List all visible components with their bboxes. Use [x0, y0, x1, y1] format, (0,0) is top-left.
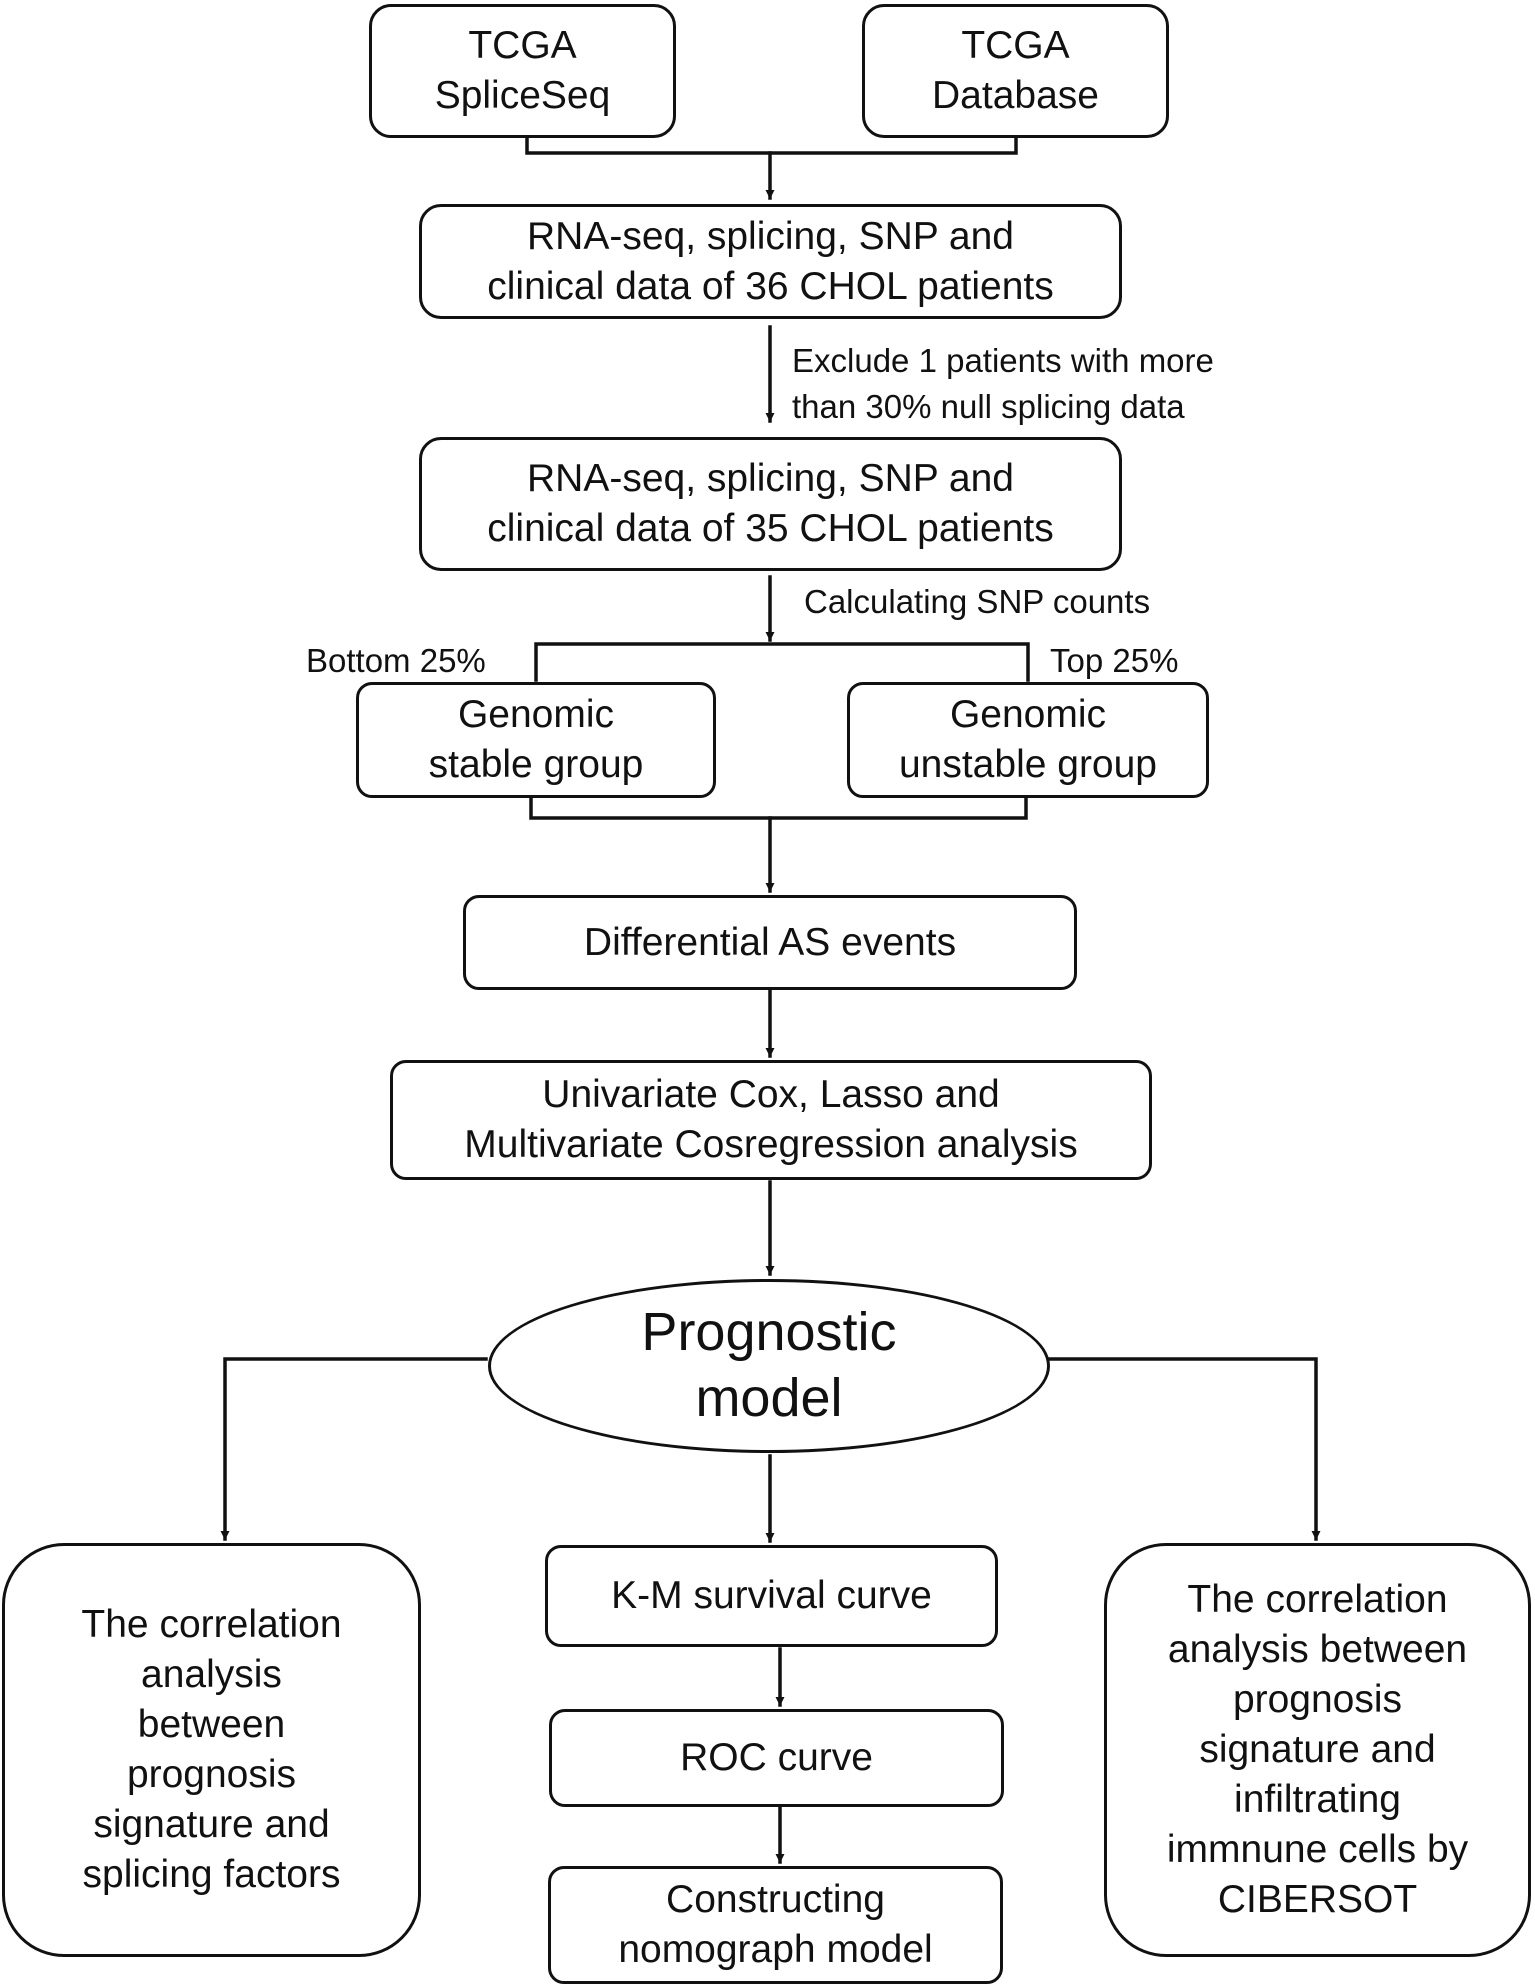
correlation-immune-cells-node: The correlation analysis between prognos…	[1104, 1543, 1531, 1957]
groups-merge-bracket	[529, 795, 1028, 820]
split-bracket	[534, 642, 1030, 682]
km-survival-curve-node: K-M survival curve	[545, 1545, 998, 1647]
data-36-patients-node: RNA-seq, splicing, SNP and clinical data…	[419, 204, 1122, 319]
tcga-spliceseq-node: TCGA SpliceSeq	[369, 4, 676, 138]
roc-curve-node: ROC curve	[549, 1709, 1004, 1807]
bottom-25-label: Bottom 25%	[306, 642, 486, 679]
arrow-model-to-right	[1048, 1357, 1321, 1541]
genomic-stable-group-node: Genomic stable group	[356, 682, 716, 798]
cox-lasso-analysis-node: Univariate Cox, Lasso and Multivariate C…	[390, 1060, 1152, 1180]
genomic-unstable-group-node: Genomic unstable group	[847, 682, 1209, 798]
exclude-patients-label: Exclude 1 patients with more than 30% nu…	[792, 342, 1214, 425]
tcga-database-node: TCGA Database	[862, 4, 1169, 138]
nomograph-model-node: Constructing nomograph model	[548, 1866, 1003, 1984]
prognostic-model-node: Prognostic model	[488, 1279, 1050, 1453]
differential-as-events-node: Differential AS events	[463, 895, 1077, 990]
data-35-patients-node: RNA-seq, splicing, SNP and clinical data…	[419, 437, 1122, 571]
arrow-model-to-left	[220, 1357, 488, 1541]
correlation-splicing-factors-node: The correlation analysis between prognos…	[2, 1543, 421, 1957]
snp-counts-label: Calculating SNP counts	[804, 583, 1151, 620]
top-25-label: Top 25%	[1050, 642, 1179, 679]
